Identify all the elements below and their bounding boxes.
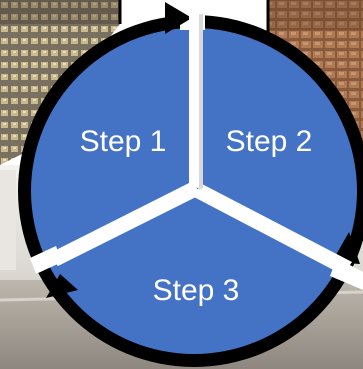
step-2-label: Step 2 <box>226 125 313 158</box>
step-3-label: Step 3 <box>153 274 240 307</box>
step-1-label: Step 1 <box>80 125 167 158</box>
